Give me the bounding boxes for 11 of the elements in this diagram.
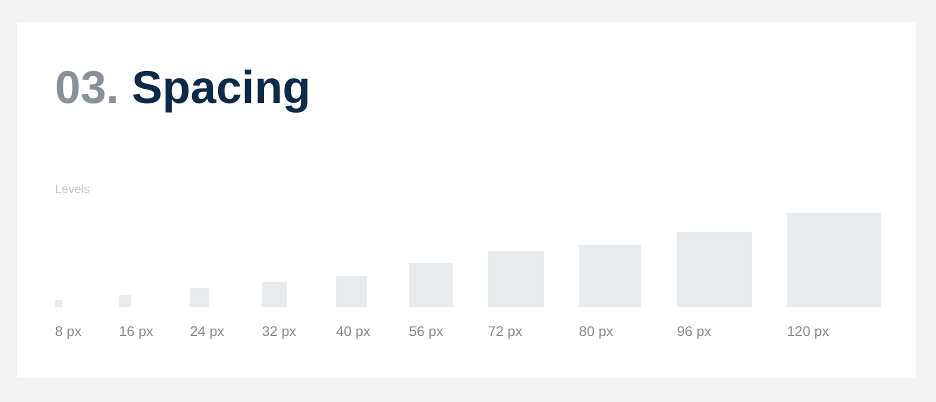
size-label: 16 px [119,324,154,338]
size-label: 24 px [190,324,224,338]
section-label: Levels [55,183,90,195]
size-label: 8 px [55,324,82,338]
size-label: 80 px [579,324,614,338]
size-label: 40 px [336,324,370,338]
size-label: 56 px [409,324,444,338]
size-label: 120 px [787,324,830,338]
size-label: 72 px [488,324,522,338]
size-label: 96 px [677,324,712,338]
size-label: 32 px [262,324,296,338]
